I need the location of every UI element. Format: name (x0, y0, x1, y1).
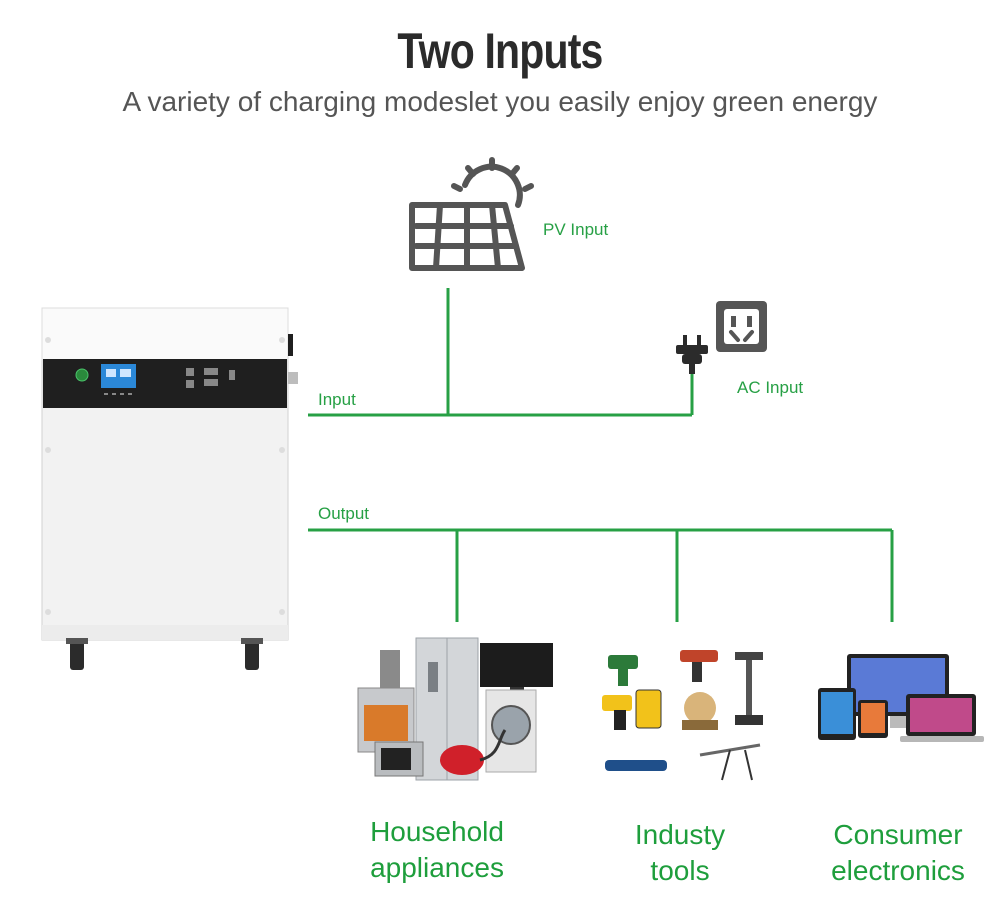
page-subtitle: A variety of charging modeslet you easil… (122, 86, 878, 117)
industry-tools-image (602, 650, 763, 781)
ac-input-label: AC Input (737, 378, 804, 397)
output-electronics: Consumer electronics (808, 817, 988, 889)
output-electronics-line2: electronics (831, 855, 965, 886)
wall-socket-icon (716, 301, 767, 352)
consumer-electronics-image (818, 654, 984, 742)
output-tools: Industy tools (590, 817, 770, 889)
battery-unit-image (41, 307, 298, 670)
pv-input-label: PV Input (543, 220, 609, 239)
output-label: Output (318, 504, 370, 523)
output-electronics-line1: Consumer (833, 819, 963, 850)
household-appliances-image (357, 637, 553, 781)
output-tools-line2: tools (650, 855, 710, 886)
solar-panel-icon (409, 157, 534, 271)
plug-icon (676, 335, 708, 374)
page-title: Two Inputs (397, 23, 603, 79)
output-household: Household appliances (347, 814, 527, 886)
output-household-line1: Household (370, 816, 504, 847)
input-label: Input (318, 390, 356, 409)
output-tools-line1: Industy (634, 819, 726, 850)
connection-lines (308, 288, 894, 622)
output-household-line2: appliances (370, 852, 504, 883)
